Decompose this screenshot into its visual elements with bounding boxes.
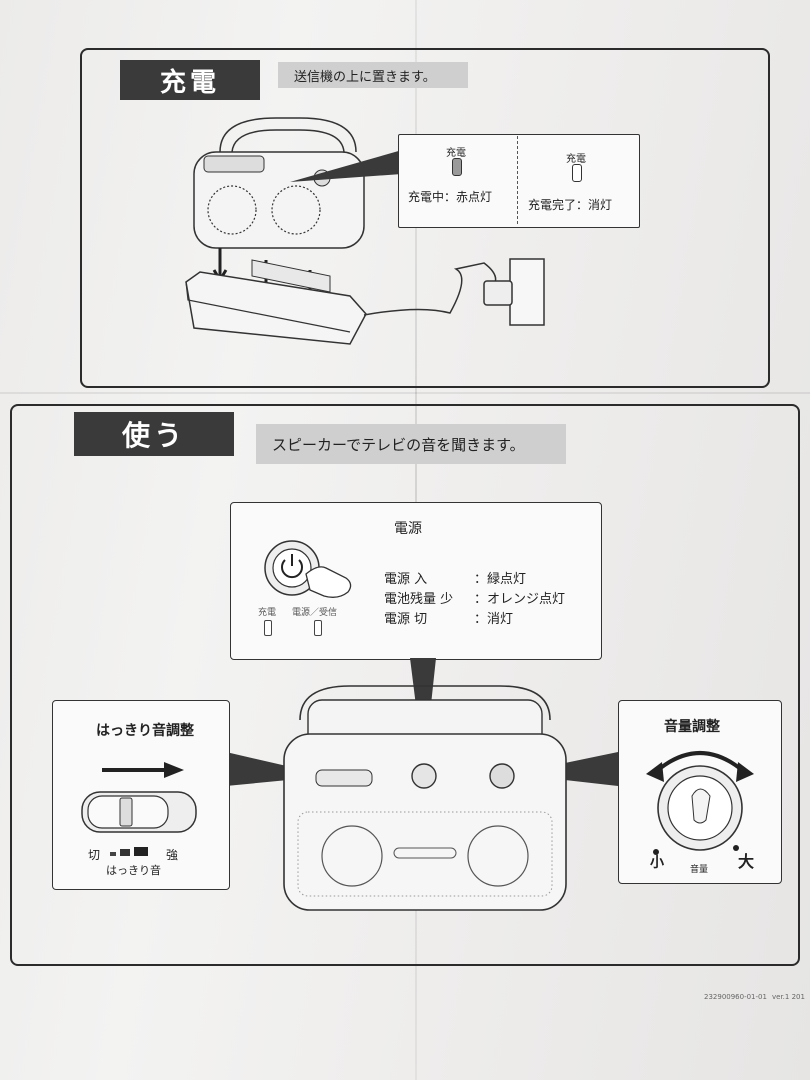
clarity-level-bars-icon — [110, 847, 148, 856]
document-code: 232900960-01-01 — [704, 993, 767, 1001]
volume-large-label: 大 — [738, 852, 755, 871]
power-row-2-state: ：オレンジ点灯 — [474, 592, 566, 607]
charge-section-panel — [80, 48, 770, 388]
volume-title: 音量調整 — [664, 719, 720, 735]
charged-led-title: 充電 — [566, 154, 586, 165]
use-section-panel — [10, 404, 800, 966]
charging-led-title: 充電 — [446, 148, 466, 159]
charge-led-callout — [398, 134, 640, 228]
charge-section-tab: 充電 — [120, 60, 260, 100]
callout-divider — [517, 136, 518, 224]
power-row-3-label: 電源 切 — [384, 612, 428, 627]
volume-caption: 音量 — [690, 865, 709, 875]
power-row-2-label: 電池残量 少 — [384, 592, 454, 607]
power-row-1-state: ：緑点灯 — [474, 572, 527, 587]
paper-fold-horizontal — [0, 392, 810, 394]
charged-led-indicator-off — [572, 164, 582, 182]
led-charge-indicator — [264, 620, 272, 636]
charger-cable-and-plug-illustration — [363, 258, 545, 326]
volume-knob-icon — [646, 751, 754, 855]
led-power-indicator — [314, 620, 322, 636]
clarity-slider-switch — [81, 791, 197, 833]
clarity-strong-label: 強 — [166, 848, 179, 862]
clarity-caption: はっきり音 — [106, 864, 161, 877]
speaker-front-illustration — [283, 685, 567, 911]
clarity-title: はっきり音調整 — [96, 723, 194, 739]
charge-callout-pointer — [290, 150, 402, 182]
led-charge-label: 充電 — [258, 608, 277, 618]
arrow-right-icon — [102, 762, 184, 778]
charged-status-text: 充電完了：消灯 — [528, 198, 613, 212]
use-section-note: スピーカーでテレビの音を聞きます。 — [256, 424, 566, 464]
volume-small-label: 小 — [650, 855, 664, 871]
use-section-tab: 使う — [74, 412, 234, 456]
led-power-label: 電源／受信 — [292, 608, 338, 618]
charging-status-text: 充電中：赤点灯 — [408, 190, 493, 204]
power-row-3-state: ：消灯 — [474, 612, 514, 627]
charging-led-indicator-red — [452, 158, 462, 176]
clarity-off-label: 切 — [88, 848, 101, 862]
power-title: 電源 — [394, 521, 422, 537]
power-row-1-label: 電源 入 — [384, 572, 428, 587]
document-version: ver.1 201 — [772, 993, 805, 1001]
power-button-press-icon — [264, 540, 352, 598]
charge-section-note: 送信機の上に置きます。 — [278, 62, 468, 88]
